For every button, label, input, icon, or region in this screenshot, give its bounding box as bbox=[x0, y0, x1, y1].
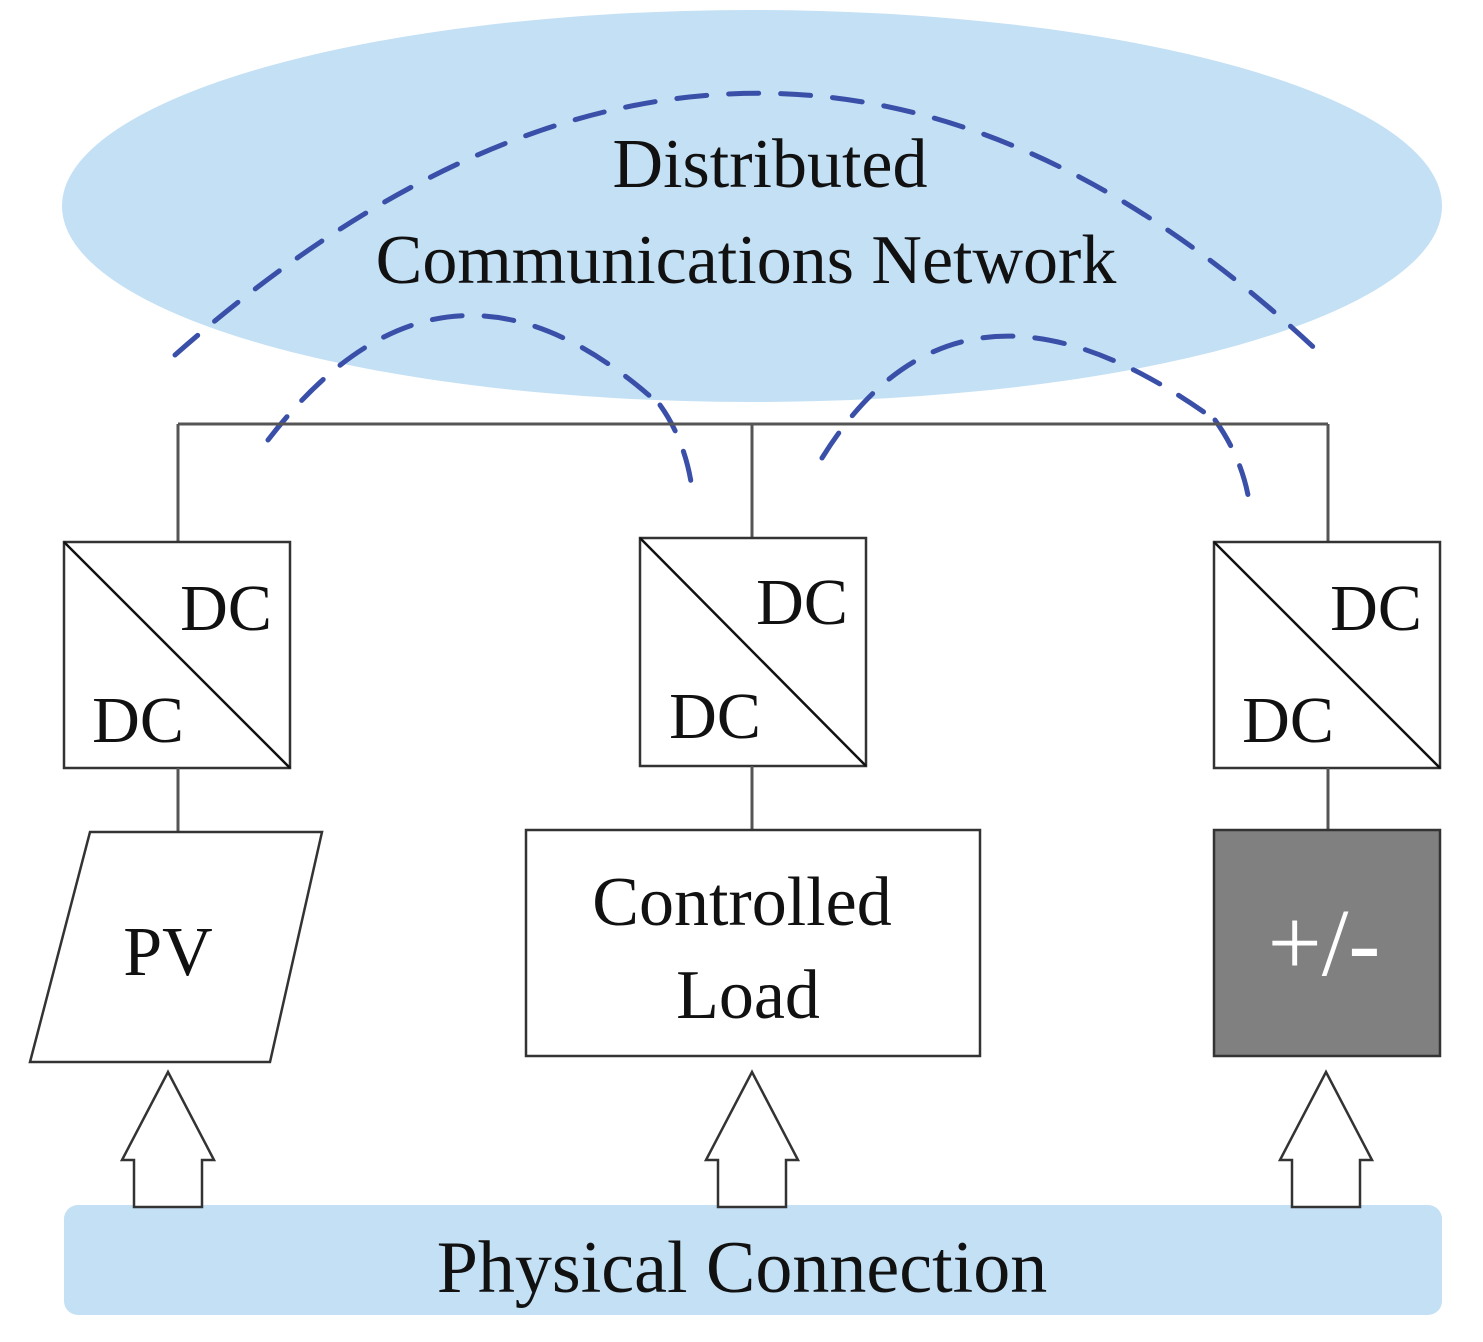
comm-link-load bbox=[657, 402, 695, 491]
comm-link-storage-tail bbox=[1212, 417, 1251, 498]
dc-bus bbox=[176, 422, 1330, 542]
converter-pv-top-label: DC bbox=[180, 572, 272, 645]
converter-load-top-label: DC bbox=[756, 566, 848, 639]
physical-connection-label: Physical Connection bbox=[437, 1227, 1047, 1309]
storage-unit: +/- bbox=[1212, 828, 1442, 1058]
converter-load-bottom-label: DC bbox=[669, 680, 761, 753]
storage-box bbox=[1212, 828, 1442, 1058]
network-label-line2: Communications Network bbox=[376, 222, 1117, 299]
physical-arrows bbox=[119, 1069, 1375, 1209]
network-label-line1: Distributed bbox=[613, 126, 928, 203]
controlled-load-box bbox=[524, 828, 982, 1058]
converter-load: DC DC bbox=[638, 536, 868, 768]
comm-link-pv-inner bbox=[265, 313, 663, 443]
converter-storage-diagonal bbox=[1213, 541, 1441, 769]
converter-storage: DC DC bbox=[1212, 540, 1442, 770]
comm-link-pv-outer bbox=[172, 90, 1328, 361]
converter-storage-bottom-label: DC bbox=[1242, 684, 1334, 757]
arrow-to-storage bbox=[1277, 1069, 1375, 1209]
storage-label: +/- bbox=[1268, 889, 1381, 996]
converter-load-diagonal bbox=[639, 537, 867, 767]
communication-links bbox=[172, 90, 1328, 498]
physical-connection-bar bbox=[64, 1205, 1442, 1315]
converter-pv: DC DC bbox=[62, 540, 292, 770]
arrow-to-pv bbox=[119, 1069, 217, 1209]
controlled-load-label-line1: Controlled bbox=[592, 864, 891, 941]
controlled-load: Controlled Load bbox=[524, 828, 982, 1058]
converter-pv-bottom-label: DC bbox=[92, 684, 184, 757]
converter-storage-top-label: DC bbox=[1330, 572, 1422, 645]
pv-panel: PV bbox=[28, 830, 324, 1064]
converter-pv-diagonal bbox=[63, 541, 291, 769]
pv-label: PV bbox=[123, 914, 212, 991]
pv-panel-shape bbox=[28, 830, 324, 1064]
device-connections bbox=[176, 766, 1330, 832]
comm-link-storage-inner bbox=[819, 333, 1218, 461]
arrow-to-load bbox=[703, 1069, 801, 1209]
controlled-load-label-line2: Load bbox=[676, 957, 820, 1034]
communications-network-ellipse bbox=[62, 10, 1442, 402]
